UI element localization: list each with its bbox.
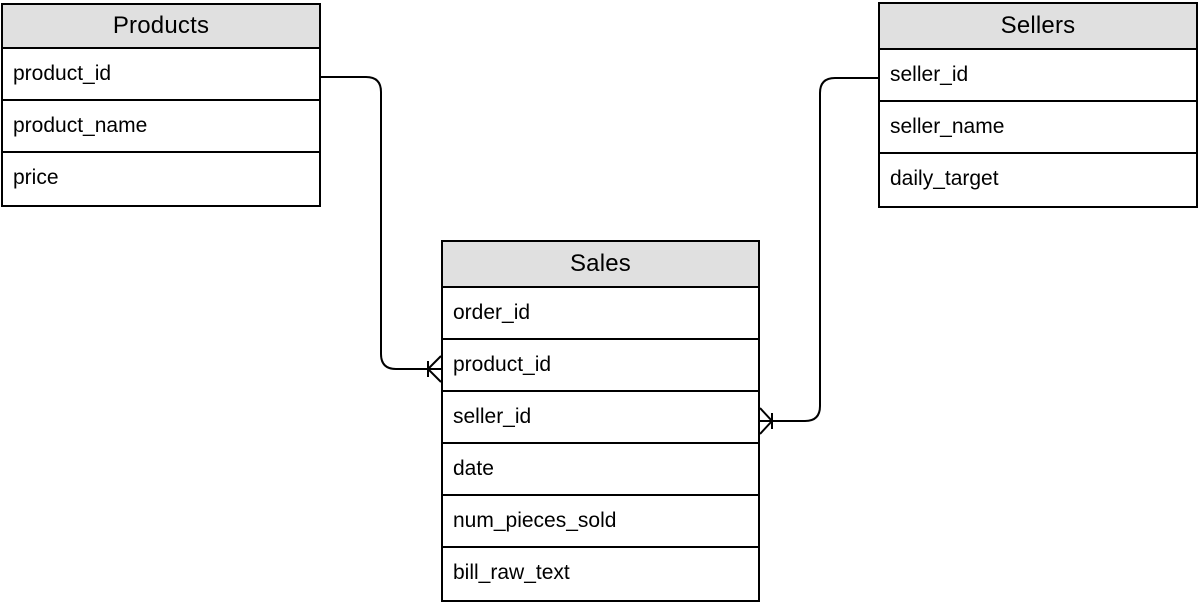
column-label: product_id (13, 62, 112, 85)
sales-row-num-pieces-sold: num_pieces_sold (443, 496, 758, 548)
sales-row-order-id: order_id (443, 288, 758, 340)
sales-row-date: date (443, 444, 758, 496)
products-row-product-id: product_id (3, 49, 319, 101)
column-label: order_id (453, 301, 531, 324)
column-label: seller_id (890, 63, 969, 86)
sales-row-bill-raw-text: bill_raw_text (443, 548, 758, 598)
relationship-line (321, 76, 428, 370)
crow-foot-many-icon (425, 355, 442, 383)
crow-foot-many-icon (759, 407, 775, 435)
column-label: product_name (13, 114, 148, 137)
entity-table-products-title: Products (3, 5, 319, 49)
entity-table-sellers-title: Sellers (880, 4, 1196, 50)
products-row-price: price (3, 153, 319, 203)
entity-table-sales-title: Sales (443, 242, 758, 288)
column-label: seller_id (453, 405, 532, 428)
sales-row-seller-id: seller_id (443, 392, 758, 444)
column-label: date (453, 457, 494, 480)
column-label: product_id (453, 353, 552, 376)
sellers-row-seller-name: seller_name (880, 102, 1196, 154)
column-label: bill_raw_text (453, 561, 570, 584)
column-label: seller_name (890, 115, 1005, 138)
relationship-line (772, 77, 878, 422)
sales-row-product-id: product_id (443, 340, 758, 392)
products-row-product-name: product_name (3, 101, 319, 153)
sellers-row-daily-target: daily_target (880, 154, 1196, 204)
entity-table-products: Products product_id product_name price (1, 3, 321, 207)
relationship-sellers-sales (759, 77, 878, 435)
relationship-products-sales (321, 76, 442, 383)
sellers-row-seller-id: seller_id (880, 50, 1196, 102)
entity-table-sales: Sales order_id product_id seller_id date… (441, 240, 760, 602)
entity-table-sellers: Sellers seller_id seller_name daily_targ… (878, 2, 1198, 208)
column-label: daily_target (890, 167, 999, 190)
column-label: num_pieces_sold (453, 509, 617, 532)
column-label: price (13, 166, 59, 189)
